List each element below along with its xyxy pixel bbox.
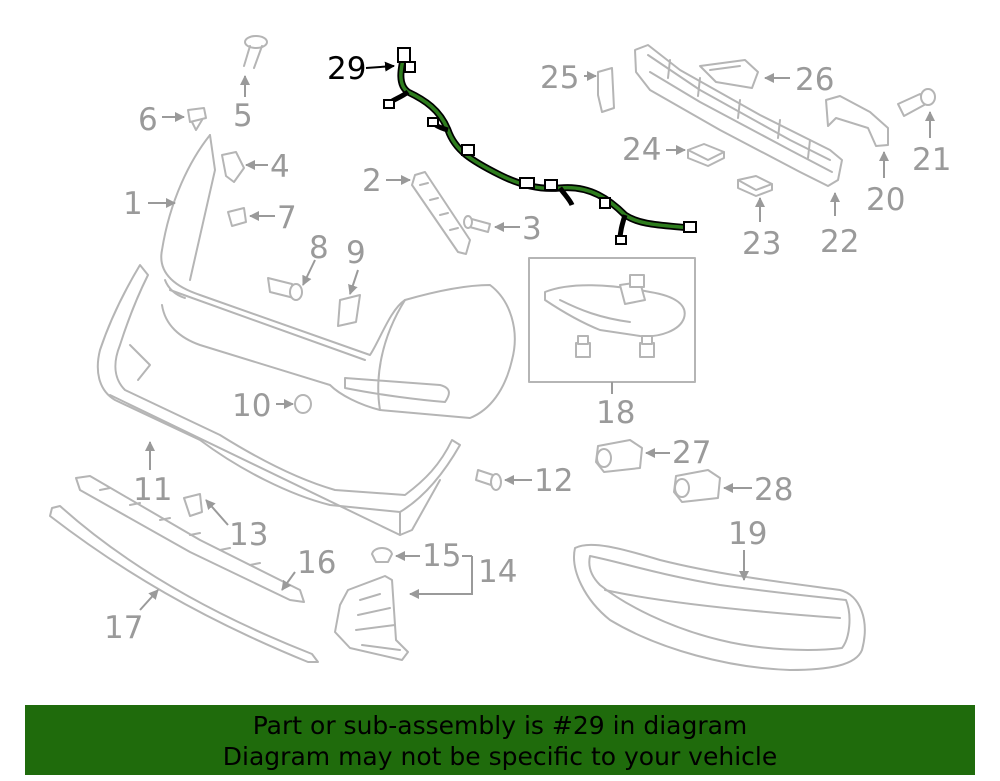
label-1: 1 bbox=[123, 186, 143, 222]
pad-part-9[interactable] bbox=[337, 294, 361, 327]
bracket-part-24[interactable] bbox=[687, 143, 725, 167]
label-15: 15 bbox=[422, 538, 461, 574]
label-29: 29 bbox=[327, 51, 366, 87]
label-23: 23 bbox=[742, 226, 781, 262]
clip-part-15[interactable] bbox=[371, 547, 393, 563]
wiring-harness-part-29[interactable] bbox=[383, 47, 697, 245]
label-9: 9 bbox=[346, 235, 366, 271]
label-4: 4 bbox=[270, 149, 290, 185]
bumper-cover-part-1[interactable] bbox=[160, 134, 516, 419]
moulding-part-17[interactable] bbox=[49, 505, 319, 663]
bracket-part-25[interactable] bbox=[597, 67, 615, 113]
bolt-part-8[interactable] bbox=[267, 277, 303, 301]
label-8: 8 bbox=[309, 230, 329, 266]
label-28: 28 bbox=[754, 472, 793, 508]
label-11: 11 bbox=[133, 472, 172, 508]
label-14: 14 bbox=[478, 554, 517, 590]
banner-line-1: Part or sub-assembly is #29 in diagram bbox=[252, 711, 748, 740]
bezel-part-19[interactable] bbox=[573, 543, 866, 671]
label-27: 27 bbox=[672, 435, 711, 471]
sensor-part-28[interactable] bbox=[673, 469, 721, 503]
label-12: 12 bbox=[534, 463, 573, 499]
parts-diagram: 29 1 11 5 6 4 7 bbox=[49, 35, 951, 671]
sensor-kit-part-18[interactable] bbox=[528, 257, 696, 383]
bracket-part-20[interactable] bbox=[825, 95, 889, 147]
bracket-part-26[interactable] bbox=[699, 59, 759, 89]
screw-part-3[interactable] bbox=[463, 215, 491, 233]
grommet-part-10[interactable] bbox=[294, 394, 312, 414]
label-16: 16 bbox=[297, 545, 336, 581]
nut-clip-part-7[interactable] bbox=[227, 207, 247, 227]
label-22: 22 bbox=[820, 224, 859, 260]
bracket-part-4[interactable] bbox=[221, 151, 245, 183]
screw-part-12[interactable] bbox=[475, 469, 502, 491]
label-13: 13 bbox=[229, 517, 268, 553]
label-20: 20 bbox=[866, 182, 905, 218]
label-19: 19 bbox=[728, 516, 767, 552]
push-pin-part-5[interactable] bbox=[243, 35, 268, 69]
bracket-part-13[interactable] bbox=[183, 493, 203, 517]
notice-banner: Part or sub-assembly is #29 in diagram D… bbox=[25, 705, 975, 775]
bolt-part-21[interactable] bbox=[897, 88, 936, 117]
bracket-part-14[interactable] bbox=[334, 575, 409, 661]
label-7: 7 bbox=[277, 200, 297, 236]
label-26: 26 bbox=[795, 62, 834, 98]
label-10: 10 bbox=[232, 388, 271, 424]
label-24: 24 bbox=[622, 132, 661, 168]
trim-strip-part-16[interactable] bbox=[75, 475, 305, 603]
label-18: 18 bbox=[596, 395, 635, 431]
label-6: 6 bbox=[138, 102, 158, 138]
label-3: 3 bbox=[522, 211, 542, 247]
sensor-part-27[interactable] bbox=[595, 439, 643, 473]
label-21: 21 bbox=[912, 142, 951, 178]
label-25: 25 bbox=[540, 60, 579, 96]
label-5: 5 bbox=[233, 98, 253, 134]
label-2: 2 bbox=[362, 163, 382, 199]
clip-part-6[interactable] bbox=[187, 107, 207, 131]
bracket-part-23[interactable] bbox=[737, 175, 773, 197]
impact-bar-part-22[interactable] bbox=[634, 44, 843, 187]
label-17: 17 bbox=[104, 610, 143, 646]
banner-line-2: Diagram may not be specific to your vehi… bbox=[222, 742, 778, 771]
bracket-part-2[interactable] bbox=[411, 171, 471, 255]
bumper-lower-part-11[interactable] bbox=[96, 264, 461, 536]
